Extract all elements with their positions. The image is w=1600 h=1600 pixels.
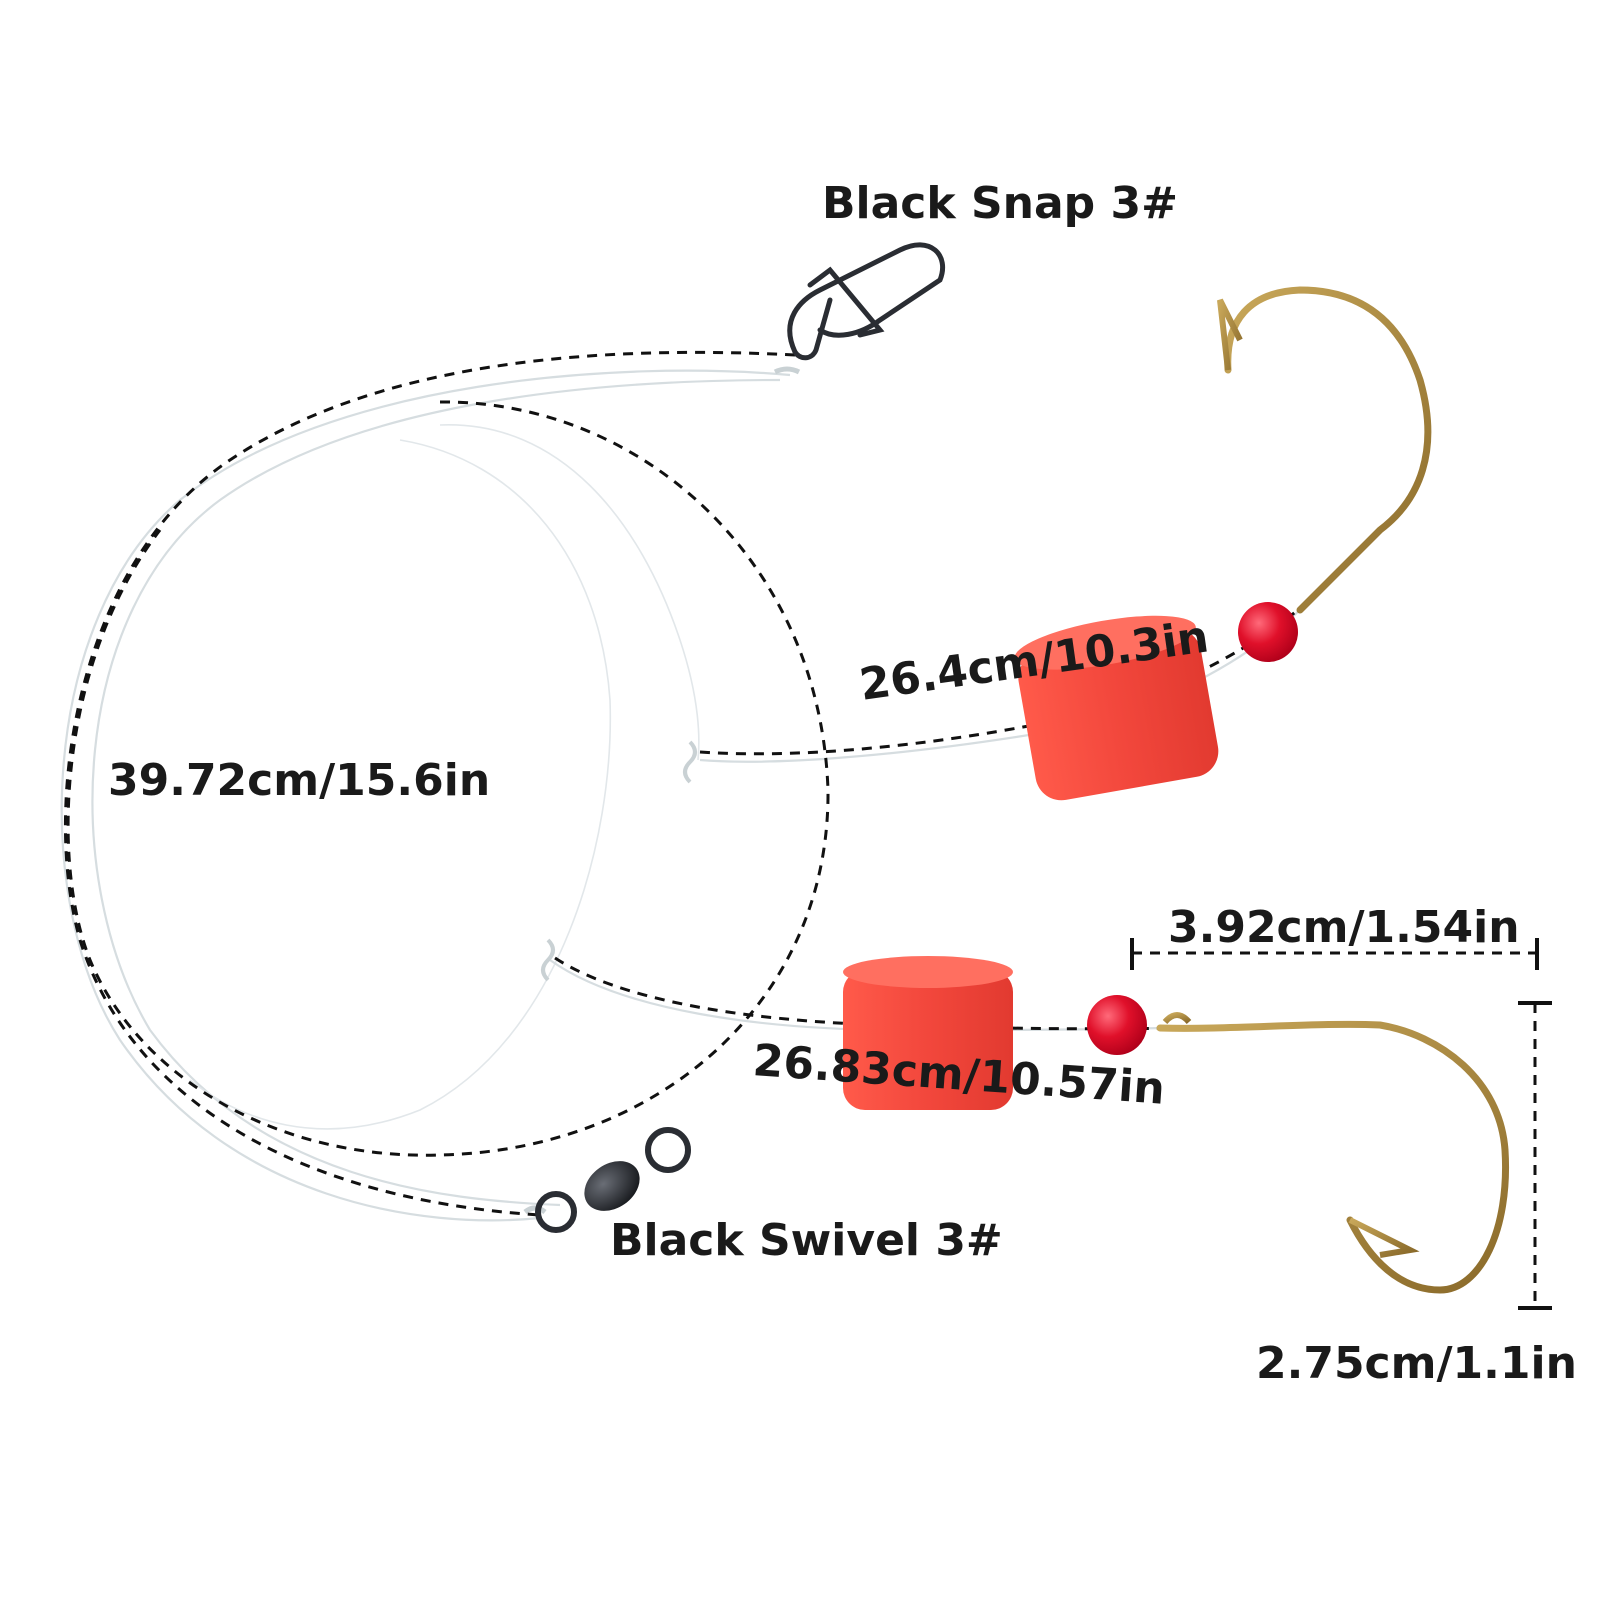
upper-hook-barb bbox=[1217, 298, 1243, 371]
main-line-dash-outer bbox=[63, 350, 796, 1217]
measurement-guides bbox=[63, 350, 1552, 1310]
black-swivel bbox=[535, 1127, 691, 1233]
black-swivel-label: Black Swivel 3# bbox=[610, 1215, 1003, 1266]
hook-height-label: 2.75cm/1.1in bbox=[1256, 1338, 1577, 1389]
snap-latch bbox=[807, 266, 885, 338]
lower-hook-barb bbox=[1348, 1217, 1420, 1258]
swivel-ring-top bbox=[645, 1127, 691, 1173]
snap-knot bbox=[773, 366, 801, 375]
main-line-inner bbox=[91, 378, 781, 1207]
lower-knot bbox=[541, 938, 555, 982]
lower-bead bbox=[1087, 995, 1147, 1055]
main-line-length-label: 39.72cm/15.6in bbox=[108, 755, 490, 806]
lower-hook-eye bbox=[1162, 1012, 1192, 1025]
lower-leader-dash bbox=[554, 956, 1181, 1031]
hook-width-label: 3.92cm/1.54in bbox=[1168, 902, 1520, 953]
main-line-outer bbox=[60, 369, 791, 1222]
lower-float bbox=[843, 956, 1013, 1110]
upper-knot bbox=[683, 740, 697, 784]
black-snap bbox=[787, 242, 946, 361]
upper-leader-dash bbox=[699, 598, 1311, 756]
swivel-knot bbox=[523, 1205, 547, 1215]
upper-bead bbox=[1238, 602, 1298, 662]
swivel-barrel bbox=[584, 1161, 640, 1211]
upper-hook bbox=[1224, 286, 1432, 614]
swivel-ring-bottom bbox=[535, 1191, 577, 1233]
upper-float bbox=[1014, 615, 1219, 801]
snap-body bbox=[787, 242, 946, 355]
dropper-line-1 bbox=[439, 424, 700, 761]
snap-eye bbox=[792, 297, 833, 361]
black-snap-label: Black Snap 3# bbox=[822, 178, 1178, 229]
lower-hook bbox=[1156, 1020, 1510, 1294]
loop-line bbox=[189, 439, 612, 1130]
